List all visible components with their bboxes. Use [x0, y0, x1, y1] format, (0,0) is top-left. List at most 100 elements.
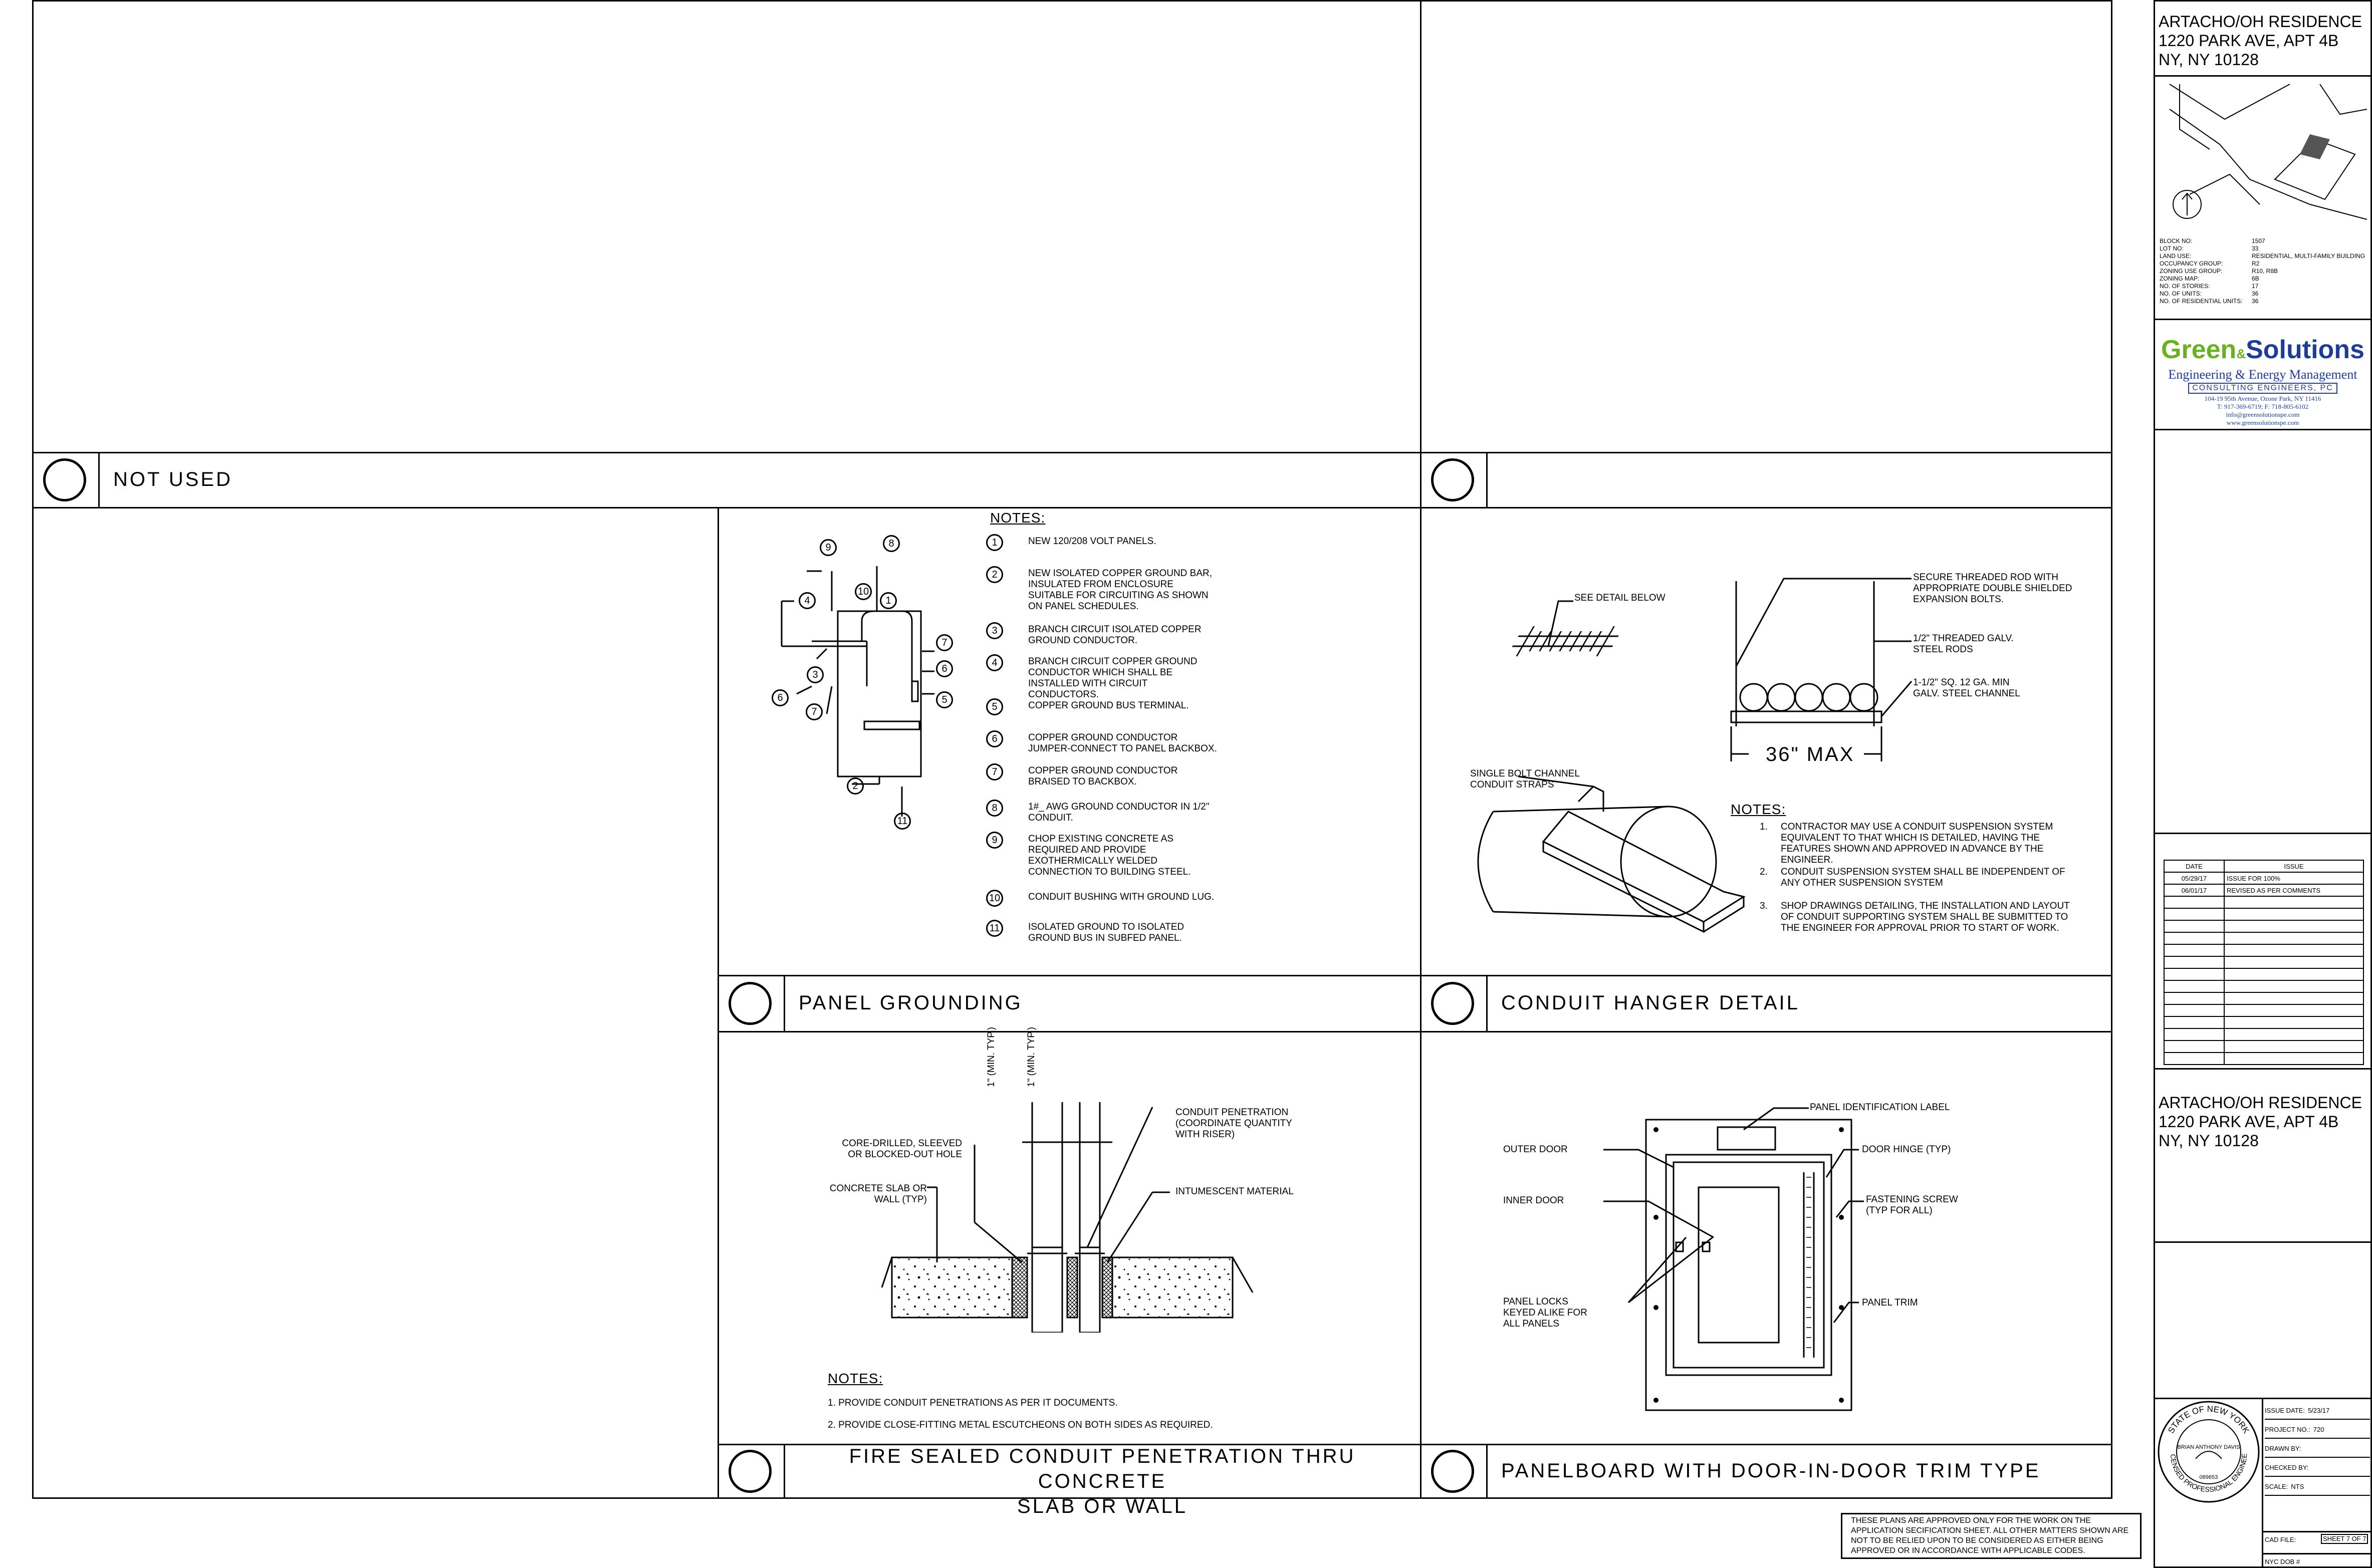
pg-note-text: NEW ISOLATED COPPER GROUND BAR, INSULATE…	[1028, 568, 1213, 612]
ch-note-number: 2.	[1760, 867, 1768, 877]
zoning-key: ZONING MAP:	[2160, 275, 2200, 282]
meta-value: NTS	[2291, 1483, 2304, 1490]
callout-1: 1	[880, 592, 897, 609]
zoning-key: NO. OF UNITS:	[2160, 290, 2202, 297]
pg-note-number: 9	[986, 832, 1003, 849]
detail-number-circle	[1431, 1450, 1474, 1493]
detail-number-circle	[43, 458, 86, 501]
rev-header-issue: ISSUE	[2224, 860, 2364, 873]
fire-note-2: 2. PROVIDE CLOSE-FITTING METAL ESCUTCHEO…	[828, 1420, 1213, 1430]
detail-number-circle	[1431, 982, 1474, 1025]
pg-note-text: CONDUIT BUSHING WITH GROUND LUG.	[1028, 892, 1215, 902]
meta-row: PROJECT NO.:720	[2265, 1422, 2370, 1439]
title-block-divider	[2154, 1068, 2372, 1070]
revision-date	[2164, 920, 2225, 933]
revision-date	[2164, 1052, 2225, 1065]
callout-2: 2	[847, 777, 864, 795]
panelboard-label-hinge: DOOR HINGE (TYP)	[1862, 1144, 1951, 1155]
meta-row: SCALE:NTS	[2265, 1479, 2370, 1496]
revision-date	[2164, 932, 2225, 945]
title-bar-sep	[98, 452, 100, 507]
zoning-key: OCCUPANCY GROUP:	[2160, 260, 2223, 267]
panelboard-label-trim: PANEL TRIM	[1862, 1297, 1918, 1308]
revision-date	[2164, 896, 2225, 909]
revision-row	[2164, 992, 2364, 1005]
panelboard-label-id: PANEL IDENTIFICATION LABEL	[1810, 1102, 1950, 1113]
pg-note-text: COPPER GROUND CONDUCTOR JUMPER-CONNECT T…	[1028, 732, 1217, 754]
title-block-divider	[2262, 1531, 2372, 1532]
pg-note-number: 11	[986, 920, 1003, 937]
pg-note-text: NEW 120/208 VOLT PANELS.	[1028, 536, 1156, 547]
fire-notes-heading: NOTES:	[828, 1371, 883, 1386]
zoning-value: 33	[2252, 245, 2259, 252]
revision-row	[2164, 908, 2364, 921]
revision-date: 05/29/17	[2164, 872, 2225, 885]
pg-note-text: ISOLATED GROUND TO ISOLATED GROUND BUS I…	[1028, 922, 1184, 943]
revision-row	[2164, 956, 2364, 969]
sheet-number: SHEET 7 OF 7	[2321, 1534, 2368, 1544]
stamp-name: BRIAN ANTHONY DAVIS	[2178, 1444, 2240, 1450]
callout-8: 8	[883, 535, 900, 552]
hanger-label-channel: 1-1/2" SQ. 12 GA. MIN GALV. STEEL CHANNE…	[1913, 677, 2020, 699]
zoning-value: RESIDENTIAL, MULTI-FAMILY BUILDING	[2252, 252, 2365, 259]
revision-issue	[2224, 968, 2364, 981]
dob-number: NYC DOB #	[2265, 1558, 2300, 1565]
revision-issue: ISSUE FOR 100%	[2224, 872, 2364, 885]
revision-issue	[2224, 1016, 2364, 1029]
firm-address: 104-19 95th Avenue, Ozone Park, NY 11416	[2204, 395, 2321, 402]
vertical-divider-left	[718, 508, 719, 1499]
panel-grounding-diagram	[781, 566, 934, 817]
panelboard-diagram	[1645, 1119, 1852, 1411]
revision-date	[2164, 1028, 2225, 1041]
drawing-frame	[32, 0, 2112, 1499]
revision-row	[2164, 1028, 2364, 1041]
ch-note-text: SHOP DRAWINGS DETAILING, THE INSTALLATIO…	[1781, 901, 2070, 933]
conduit-hanger-diagram	[1477, 578, 1913, 933]
revision-row	[2164, 1040, 2364, 1053]
panelboard-leaders	[1603, 1107, 1864, 1323]
zoning-value: R2	[2252, 260, 2260, 267]
detail-number-circle	[729, 982, 772, 1025]
callout-6: 6	[936, 660, 953, 677]
fire-note-1: 1. PROVIDE CONDUIT PENETRATIONS AS PER I…	[828, 1398, 1118, 1408]
approval-note-box	[1841, 1513, 2142, 1559]
project-line1: ARTACHO/OH RESIDENCE	[2159, 13, 2362, 31]
panelboard-label-screw: FASTENING SCREW (TYP FOR ALL)	[1866, 1194, 1958, 1216]
meta-value: 5/23/17	[2307, 1407, 2330, 1414]
revision-date	[2164, 1016, 2225, 1029]
revision-issue	[2224, 896, 2364, 909]
detail-title-not-used: NOT USED	[113, 468, 232, 490]
approval-note: THESE PLANS ARE APPROVED ONLY FOR THE WO…	[1851, 1516, 2129, 1555]
meta-key: SCALE:	[2265, 1483, 2288, 1490]
rev-header-date: DATE	[2164, 860, 2225, 873]
fire-label-min1: 1" (MIN. TYP.)	[986, 1026, 997, 1087]
fire-label-min2: 1" (MIN. TYP.)	[1026, 1026, 1037, 1087]
meta-row: CHECKED BY:	[2265, 1460, 2370, 1477]
firm-amp: &	[2236, 346, 2246, 361]
firm-logo: Green&Solutions Engineering & Energy Man…	[2158, 336, 2368, 427]
pg-note-text: BRANCH CIRCUIT ISOLATED COPPER GROUND CO…	[1028, 624, 1202, 646]
title-bar-bottom	[32, 507, 2112, 508]
pg-note-text: CHOP EXISTING CONCRETE AS REQUIRED AND P…	[1028, 834, 1191, 877]
title-bar-sep	[784, 975, 785, 1031]
panelboard-label-inner: INNER DOOR	[1503, 1195, 1564, 1206]
panelboard-label-locks: PANEL LOCKS KEYED ALIKE FOR ALL PANELS	[1503, 1296, 1587, 1329]
callout-6: 6	[772, 689, 789, 706]
firm-web: www.greensolutionspe.com	[2226, 419, 2299, 426]
panelboard-label-outer: OUTER DOOR	[1503, 1144, 1568, 1155]
firm-green: Green	[2161, 335, 2237, 364]
pg-note-number: 10	[986, 890, 1003, 907]
pg-note-number: 8	[986, 800, 1003, 817]
revision-row	[2164, 896, 2364, 909]
revision-row	[2164, 920, 2364, 933]
title-bar-sep	[1486, 1444, 1488, 1499]
revision-issue	[2224, 1004, 2364, 1017]
revision-issue	[2224, 944, 2364, 957]
title-block-divider	[2154, 319, 2372, 320]
zoning-value: 36	[2252, 290, 2259, 297]
revision-row	[2164, 944, 2364, 957]
title-bar-top	[32, 452, 2112, 453]
revision-issue	[2224, 1052, 2364, 1065]
